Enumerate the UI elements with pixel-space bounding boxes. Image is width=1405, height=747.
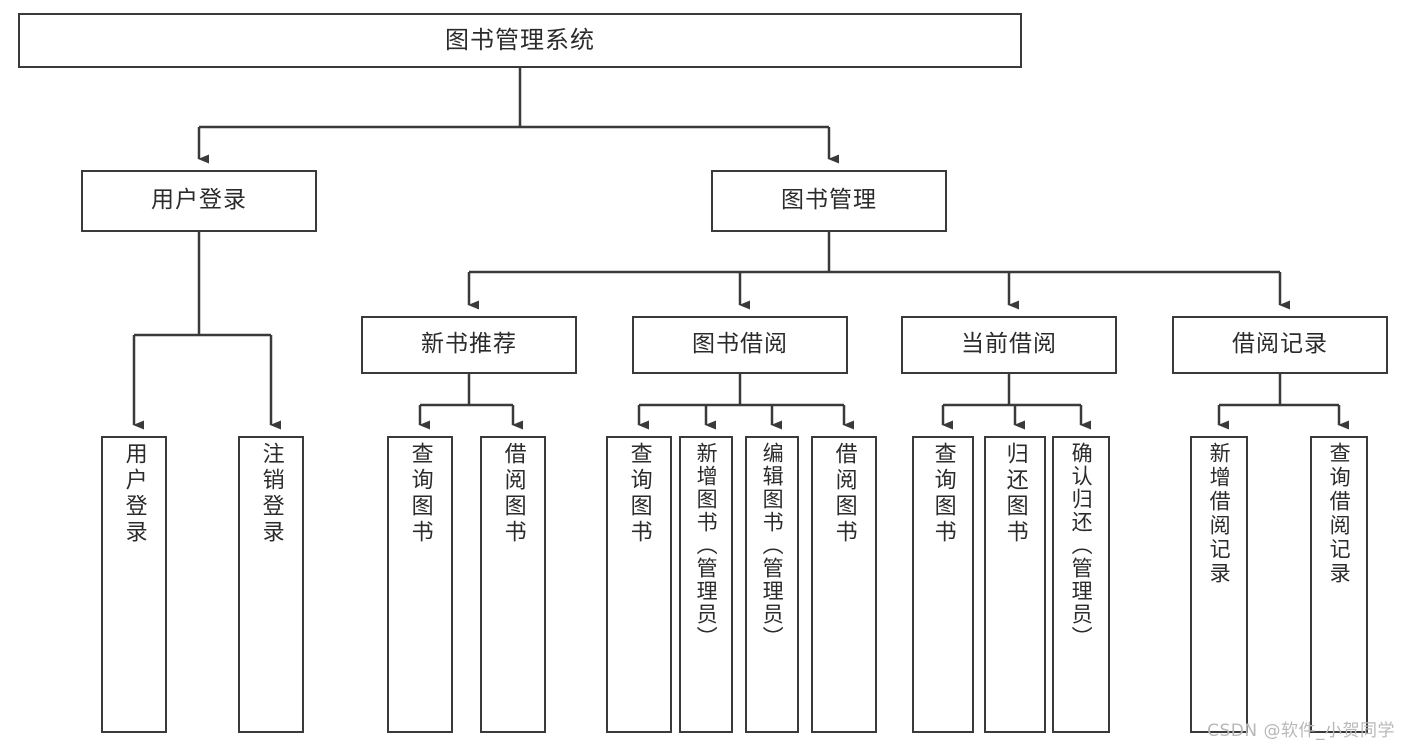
node-user-login-label: 用户登录 xyxy=(151,187,247,214)
node-leaf-logout-label: 注销登录 xyxy=(258,442,284,546)
node-leaf-borrow-book-2[interactable]: 借阅图书 xyxy=(811,436,877,733)
node-leaf-query-book-3-label: 查询图书 xyxy=(930,442,956,546)
node-leaf-query-record[interactable]: 查询借阅记录 xyxy=(1310,436,1368,733)
node-leaf-logout[interactable]: 注销登录 xyxy=(238,436,304,733)
node-new-book-rec-label: 新书推荐 xyxy=(421,331,517,358)
node-leaf-user-login-label: 用户登录 xyxy=(121,442,147,546)
node-leaf-add-book-label: 新增图书（管理员） xyxy=(694,442,719,649)
node-leaf-confirm-return-label: 确认归还（管理员） xyxy=(1069,442,1094,649)
node-leaf-add-record-label: 新增借阅记录 xyxy=(1207,442,1232,586)
node-leaf-query-book-1-label: 查询图书 xyxy=(407,442,433,546)
node-leaf-add-book[interactable]: 新增图书（管理员） xyxy=(679,436,733,733)
node-leaf-return-book-label: 归还图书 xyxy=(1002,442,1028,546)
node-leaf-borrow-book-1[interactable]: 借阅图书 xyxy=(480,436,546,733)
csdn-watermark: CSDN @软件_小贺同学 xyxy=(1207,721,1395,741)
node-book-borrow[interactable]: 图书借阅 xyxy=(632,316,848,374)
node-book-borrow-label: 图书借阅 xyxy=(692,331,788,358)
node-root-label: 图书管理系统 xyxy=(445,26,595,55)
node-leaf-query-book-2[interactable]: 查询图书 xyxy=(606,436,672,733)
node-leaf-borrow-book-1-label: 借阅图书 xyxy=(500,442,526,546)
node-new-book-rec[interactable]: 新书推荐 xyxy=(361,316,577,374)
node-borrow-record-label: 借阅记录 xyxy=(1232,331,1328,358)
node-leaf-user-login[interactable]: 用户登录 xyxy=(101,436,167,733)
node-current-borrow[interactable]: 当前借阅 xyxy=(901,316,1117,374)
node-leaf-confirm-return[interactable]: 确认归还（管理员） xyxy=(1052,436,1110,733)
node-root[interactable]: 图书管理系统 xyxy=(18,13,1022,68)
node-book-manage-label: 图书管理 xyxy=(781,187,877,214)
node-user-login[interactable]: 用户登录 xyxy=(81,170,317,232)
node-book-manage[interactable]: 图书管理 xyxy=(711,170,947,232)
node-leaf-query-book-1[interactable]: 查询图书 xyxy=(387,436,453,733)
node-leaf-edit-book[interactable]: 编辑图书（管理员） xyxy=(745,436,799,733)
node-borrow-record[interactable]: 借阅记录 xyxy=(1172,316,1388,374)
node-leaf-edit-book-label: 编辑图书（管理员） xyxy=(760,442,785,649)
node-leaf-return-book[interactable]: 归还图书 xyxy=(984,436,1046,733)
node-current-borrow-label: 当前借阅 xyxy=(961,331,1057,358)
node-leaf-query-book-2-label: 查询图书 xyxy=(626,442,652,546)
node-leaf-add-record[interactable]: 新增借阅记录 xyxy=(1190,436,1248,733)
node-leaf-query-record-label: 查询借阅记录 xyxy=(1327,442,1352,586)
node-leaf-query-book-3[interactable]: 查询图书 xyxy=(912,436,974,733)
node-leaf-borrow-book-2-label: 借阅图书 xyxy=(831,442,857,546)
